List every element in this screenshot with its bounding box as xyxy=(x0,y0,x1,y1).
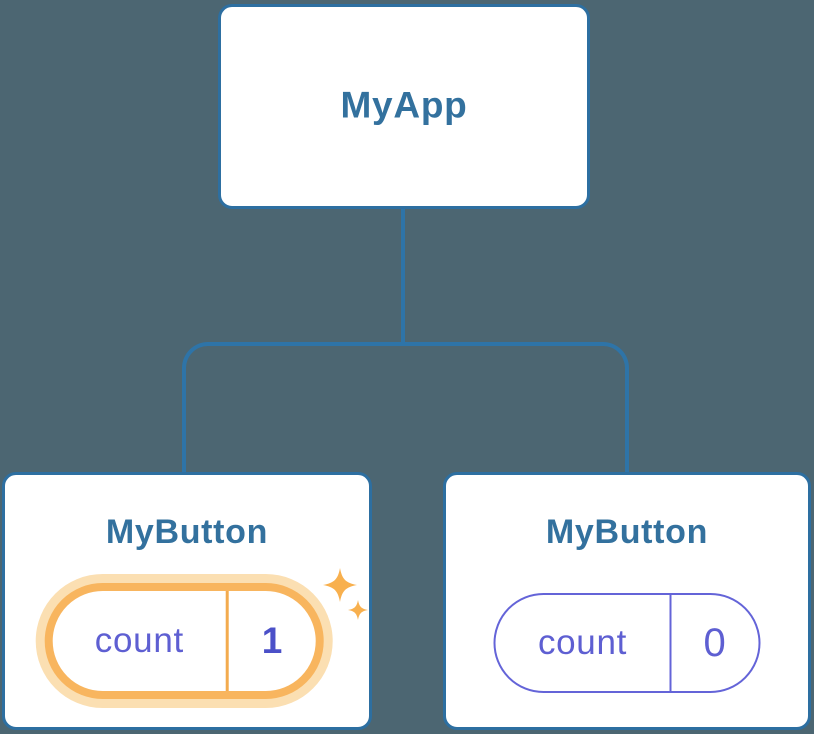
state-value: 1 xyxy=(261,620,284,661)
state-name-cell: count xyxy=(496,595,670,691)
state-name-cell: count xyxy=(53,591,226,691)
state-name: count xyxy=(537,623,628,662)
connector-root-line xyxy=(401,208,405,344)
state-value-cell: 1 xyxy=(229,591,316,691)
state-badge-highlighted: count 1 xyxy=(44,583,324,699)
state-badge-divider xyxy=(669,595,672,691)
state-value: 0 xyxy=(703,620,727,665)
state-badge-plain: count 0 xyxy=(493,593,761,693)
tree-node-root: MyApp xyxy=(218,4,590,209)
connector-branch-lines xyxy=(182,342,629,473)
state-badge-divider xyxy=(226,591,230,691)
tree-node-mybutton-left: MyButton count 1 xyxy=(2,472,372,730)
node-label: MyButton xyxy=(105,513,269,551)
state-name: count xyxy=(94,621,184,660)
sparkle-icon xyxy=(348,600,368,620)
root-node-label: MyApp xyxy=(340,83,468,125)
node-label: MyButton xyxy=(545,513,709,551)
sparkle-icon xyxy=(323,568,357,602)
state-value-cell: 0 xyxy=(672,595,759,691)
tree-node-mybutton-right: MyButton count 0 xyxy=(443,472,811,730)
